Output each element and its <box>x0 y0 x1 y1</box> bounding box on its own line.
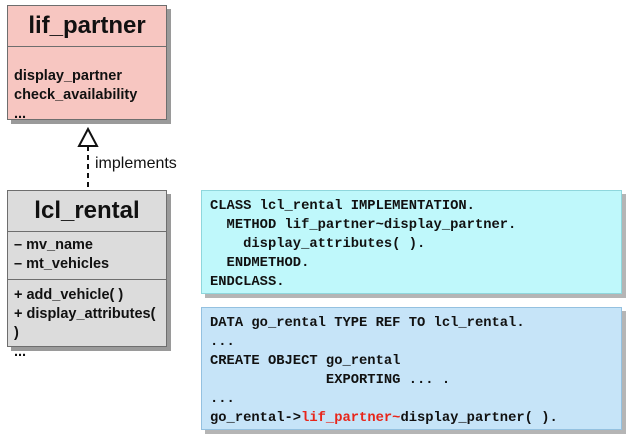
interface-method: ... <box>14 106 27 122</box>
code-usage-box: DATA go_rental TYPE REF TO lcl_rental. .… <box>201 307 622 430</box>
class-box: lcl_rental – mv_name – mt_vehicles + add… <box>7 190 167 360</box>
code-line: display_attributes( ). <box>210 237 426 252</box>
code-line: ... <box>210 335 235 350</box>
code-line: ENDCLASS. <box>210 275 285 290</box>
code-line: ENDMETHOD. <box>210 256 310 271</box>
interface-method: display_partner <box>14 68 122 84</box>
interface-prefix-highlight: lif_partner~ <box>301 411 401 426</box>
call-prefix: go_rental-> <box>210 411 302 426</box>
class-method: ... <box>14 344 27 360</box>
code-line: ... <box>210 392 235 407</box>
class-attributes: – mv_name – mt_vehicles <box>8 232 166 280</box>
hollow-triangle-arrowhead <box>77 126 99 147</box>
class-method: + add_vehicle( ) <box>14 287 124 303</box>
code-implementation-box: CLASS lcl_rental IMPLEMENTATION. METHOD … <box>201 190 622 294</box>
class-methods: + add_vehicle( ) + display_attributes( )… <box>8 280 166 362</box>
code-line: EXPORTING ... . <box>210 373 451 388</box>
code-line: METHOD lif_partner~display_partner. <box>210 218 517 233</box>
code-line-method-call: go_rental->lif_partner~display_partner( … <box>210 409 621 428</box>
call-suffix: display_partner( ). <box>400 411 558 426</box>
interface-methods: display_partner check_availability ... <box>8 47 166 124</box>
interface-box: lif_partner display_partner check_availa… <box>7 5 167 122</box>
code-line: CLASS lcl_rental IMPLEMENTATION. <box>210 199 475 214</box>
interface-method: check_availability <box>14 87 138 103</box>
implements-label: implements <box>95 155 177 172</box>
class-attribute: – mv_name <box>14 237 93 253</box>
interface-name: lif_partner <box>8 6 166 47</box>
code-line: CREATE OBJECT go_rental <box>210 354 401 369</box>
class-name: lcl_rental <box>8 191 166 232</box>
class-attribute: – mt_vehicles <box>14 256 110 272</box>
code-line: DATA go_rental TYPE REF TO lcl_rental. <box>210 316 525 331</box>
class-method: + display_attributes( ) <box>14 306 156 341</box>
